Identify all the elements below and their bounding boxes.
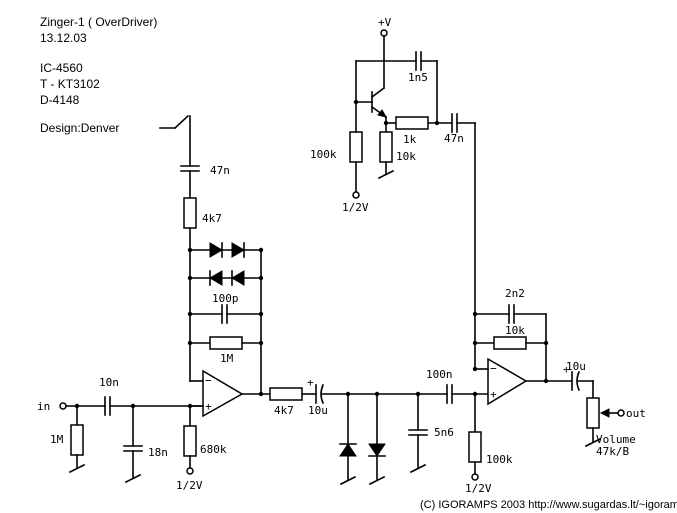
resistor-680k-label: 680k: [200, 443, 227, 456]
transistor-stage: +V 1n5 100k 1/2V 10k 1k: [310, 16, 476, 214]
volume-pot[interactable]: [586, 397, 600, 429]
part-transistor: T - KT3102: [40, 77, 100, 91]
ground-symbol: [68, 463, 86, 474]
resistor-100k-bias2: [468, 431, 482, 463]
header-block: Zinger-1 ( OverDriver) 13.12.03 IC-4560 …: [40, 15, 157, 135]
ground-symbol: [377, 169, 395, 180]
ground-symbol: [339, 475, 357, 486]
resistor-10k-fb2: [493, 336, 527, 350]
cap-10u-out-plate-b: [576, 370, 581, 392]
resistor-4k7-out: [269, 387, 303, 401]
diode-d4: [231, 270, 245, 286]
resistor-1k: [395, 116, 429, 130]
opamp-1-plus: +: [205, 400, 212, 413]
ground-symbol: [368, 475, 386, 486]
opamp-2: − +: [472, 357, 573, 406]
cap-1n5-label: 1n5: [408, 71, 428, 84]
opamp-1-triangle: [202, 369, 244, 418]
resistor-10k-emitter: [379, 131, 393, 163]
resistor-100k-bias-label: 100k: [310, 148, 337, 161]
cap-2n2-label: 2n2: [505, 287, 525, 300]
feedback-network-2: 2n2 10k: [472, 122, 549, 382]
diode-d3: [209, 270, 223, 286]
resistor-10k-fb2-label: 10k: [505, 324, 525, 337]
resistor-10k-emitter-label: 10k: [396, 150, 416, 163]
output-jack[interactable]: [617, 409, 625, 417]
cap-10u-mid-polarity: +: [307, 376, 314, 389]
opamp-2-triangle: [487, 357, 528, 406]
cap-100p-label: 100p: [212, 292, 239, 305]
output-label: out: [626, 407, 646, 420]
ground-symbol: [124, 473, 142, 484]
cap-100n-label: 100n: [426, 368, 453, 381]
ground-symbol: [584, 437, 602, 448]
opamp-2-minus: −: [490, 362, 497, 375]
input-jack[interactable]: [59, 402, 67, 410]
schematic-title: Zinger-1 ( OverDriver): [40, 15, 157, 29]
opamp-2-plus: +: [490, 388, 497, 401]
half-v-terminal: [471, 473, 479, 481]
feedback-input-wire: [173, 114, 190, 130]
volume-label: Volume: [596, 433, 636, 446]
resistor-1k-label: 1k: [403, 133, 417, 146]
designer: Design:Denver: [40, 121, 119, 135]
cap-10n-label: 10n: [99, 376, 119, 389]
transistor-emitter-arrow: [377, 109, 388, 118]
resistor-100k-bias2-label: 100k: [486, 453, 513, 466]
opamp-1-minus: −: [205, 374, 212, 387]
input-section: in 10n 1M 18n 680k 1/2V: [37, 376, 227, 492]
resistor-1m-input-label: 1M: [50, 433, 64, 446]
half-v-terminal: [352, 191, 360, 199]
diode-d1: [209, 242, 223, 258]
input-label: in: [37, 400, 50, 413]
volume-value-label: 47k/B: [596, 445, 629, 458]
part-diode: D-4148: [40, 93, 80, 107]
resistor-1m-input: [70, 424, 84, 456]
cap-10u-out-polarity: +: [563, 363, 570, 376]
diode-d6: [368, 443, 386, 457]
transistor-collector: [370, 86, 386, 99]
ground-symbol: [409, 463, 427, 474]
cap-10u-mid-label: 10u: [308, 404, 328, 417]
resistor-1m-fb-label: 1M: [220, 352, 234, 365]
resistor-4k7-fb: [183, 197, 197, 229]
half-v-left-label: 1/2V: [176, 479, 203, 492]
resistor-680k: [183, 425, 197, 457]
cap-5n6-label: 5n6: [434, 426, 454, 439]
feedback-network-1: 47n 4k7 100p 1M: [159, 114, 264, 395]
resistor-4k7-out-label: 4k7: [274, 404, 294, 417]
copyright-notice: (C) IGORAMPS 2003 http://www.sugardas.lt…: [420, 499, 677, 511]
half-v-terminal: [186, 467, 194, 475]
resistor-100k-bias: [349, 131, 363, 163]
half-v-top-label: 1/2V: [342, 201, 369, 214]
part-ic: IC-4560: [40, 61, 83, 75]
volume-wiper[interactable]: [599, 408, 610, 418]
schematic-date: 13.12.03: [40, 31, 87, 45]
diode-d2: [231, 242, 245, 258]
resistor-1m-fb: [209, 336, 243, 350]
cap-18n-label: 18n: [148, 446, 168, 459]
cap-10u-mid-plate-b: [320, 383, 325, 405]
diode-d5: [339, 443, 357, 457]
vcc-label: +V: [378, 16, 392, 29]
resistor-4k7-fb-label: 4k7: [202, 212, 222, 225]
vcc-terminal: [380, 29, 388, 37]
coupling-section: 4k7 + 10u 5n6 100n: [269, 368, 513, 495]
cap-47n-out-label: 47n: [444, 132, 464, 145]
cap-10u-out-label: 10u: [566, 360, 586, 373]
half-v-bottom-label: 1/2V: [465, 482, 492, 495]
output-section: + 10u out Volume 47k/B: [563, 360, 646, 458]
opamp-1: − +: [189, 369, 271, 418]
cap-47n-fb-label: 47n: [210, 164, 230, 177]
